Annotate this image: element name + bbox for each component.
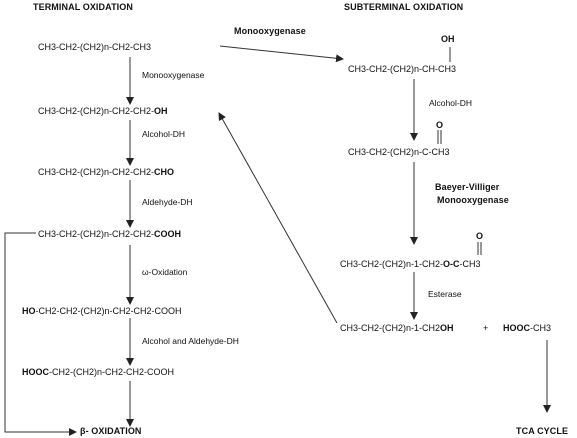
plus-sign: + — [483, 323, 489, 333]
terminal-aldehyde: CH3-CH2-(CH2)n-CH2-CH2-CHO — [38, 168, 174, 177]
terminal-hydroxy-fatty-acid: HO-CH2-CH2-(CH2)n-CH2-CH2-COOH — [22, 307, 182, 316]
terminal-dicarboxylic-acid-chain: -CH2-(CH2)n-CH2-CH2-COOH — [49, 367, 175, 377]
terminal-dicarboxylic-acid: HOOC-CH2-(CH2)n-CH2-CH2-COOH — [22, 368, 174, 377]
terminal-fatty-acid: CH3-CH2-(CH2)n-CH2-CH2-COOH — [38, 230, 181, 239]
enzyme-alcohol-dh: Alcohol-DH — [142, 129, 185, 139]
header-terminal-oxidation: TERMINAL OXIDATION — [33, 2, 133, 12]
arrow-return — [218, 112, 338, 324]
acetic-acid-group: HOOC — [503, 323, 530, 333]
tca-cycle-label: TCA CYCLE — [516, 426, 569, 436]
subterminal-ketone: CH3-CH2-(CH2)n-C-CH3 — [348, 147, 450, 157]
enzyme-monooxygenase: Monooxygenase — [142, 70, 205, 80]
enzyme-aldehyde-dh: Aldehyde-DH — [142, 197, 193, 207]
arrow-link — [219, 45, 344, 63]
beta-oxidation-label: β- OXIDATION — [80, 426, 142, 436]
subterminal-ester: CH3-CH2-(CH2)n-1-CH2-O-C-CH3 — [340, 260, 481, 269]
enzyme-baeyer-villiger-line2: Monooxygenase — [437, 195, 509, 205]
subterminal-primary-alcohol-group: OH — [440, 323, 454, 333]
subterminal-primary-alcohol-chain: CH3-CH2-(CH2)n-1-CH2 — [340, 323, 441, 333]
subterminal-secondary-alcohol: CH3-CH2-(CH2)n-CH-CH3 — [348, 64, 457, 74]
subterminal-ester-group: O-C — [443, 259, 460, 269]
subterminal-ester-chain: CH3-CH2-(CH2)n-1-CH2- — [340, 259, 444, 269]
terminal-primary-alcohol: CH3-CH2-(CH2)n-CH2-CH2-OH — [38, 107, 168, 116]
acetic-acid-tail: -CH3 — [530, 323, 552, 333]
terminal-aldehyde-group: CHO — [154, 167, 175, 177]
terminal-hydroxy-fatty-acid-chain: -CH2-CH2-(CH2)n-CH2-CH2-COOH — [35, 306, 182, 316]
enzyme-esterase: Esterase — [428, 289, 462, 299]
enzyme-omega-oxidation: ω-Oxidation — [142, 267, 188, 277]
terminal-aldehyde-chain: CH3-CH2-(CH2)n-CH2-CH2- — [38, 167, 155, 177]
subterminal-ester-tail: -CH3 — [459, 259, 481, 269]
terminal-fatty-acid-chain: CH3-CH2-(CH2)n-CH2-CH2- — [38, 229, 155, 239]
terminal-hydroxy-fatty-acid-group: HO — [22, 306, 36, 316]
terminal-primary-alcohol-chain: CH3-CH2-(CH2)n-CH2-CH2- — [38, 106, 155, 116]
terminal-primary-alcohol-group: OH — [154, 106, 168, 116]
subterminal-primary-alcohol: CH3-CH2-(CH2)n-1-CH2OH — [340, 324, 454, 333]
terminal-alkane: CH3-CH2-(CH2)n-CH2-CH3 — [38, 42, 152, 52]
link-monooxygenase-label: Monooxygenase — [234, 26, 306, 36]
acetic-acid: HOOC-CH3 — [503, 324, 551, 333]
header-subterminal-oxidation: SUBTERMINAL OXIDATION — [344, 2, 464, 12]
arrow-bypass — [4, 232, 77, 436]
enzyme-alcohol-aldehyde-dh: Alcohol and Aldehyde-DH — [142, 336, 239, 346]
enzyme-baeyer-villiger-line1: Baeyer-Villiger — [435, 182, 500, 192]
subterminal-alcohol-oh: OH — [441, 34, 455, 44]
enzyme-subterminal-alcohol-dh: Alcohol-DH — [429, 98, 472, 108]
subterminal-ketone-oxygen: O — [436, 120, 444, 130]
subterminal-ester-carbonyl-oxygen: O — [476, 231, 484, 241]
terminal-fatty-acid-group: COOH — [154, 229, 182, 239]
terminal-dicarboxylic-acid-group: HOOC — [22, 367, 49, 377]
